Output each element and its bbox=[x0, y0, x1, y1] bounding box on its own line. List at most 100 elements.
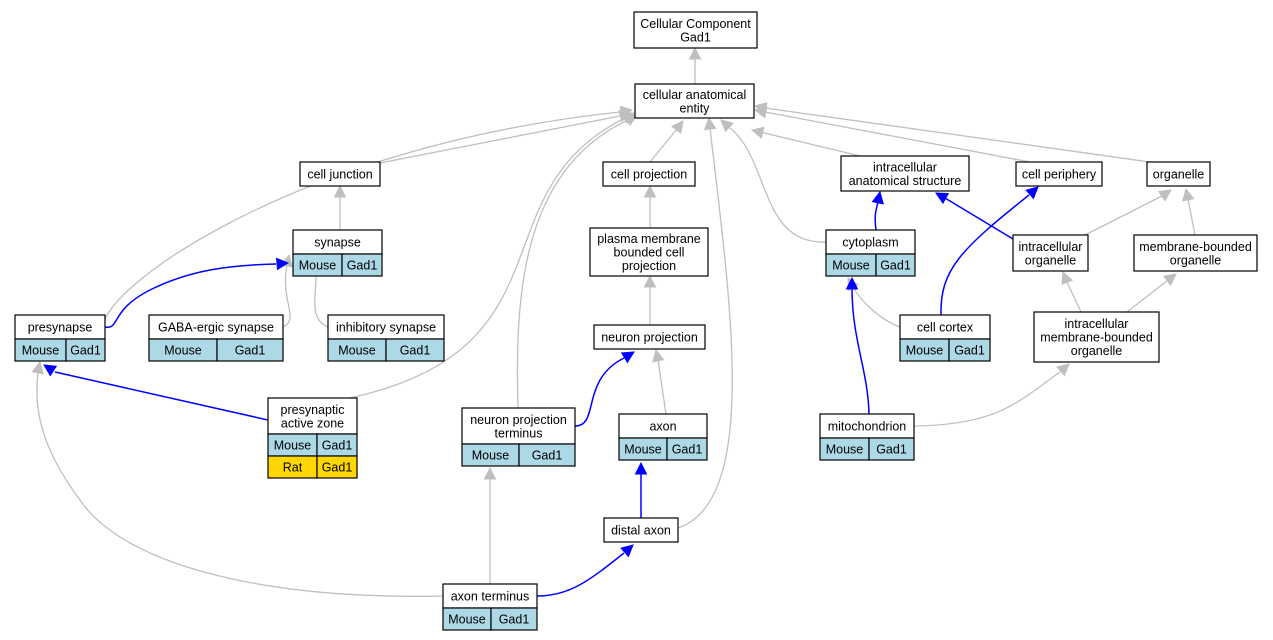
part-of-edge bbox=[54, 371, 269, 421]
is-a-edge bbox=[729, 127, 827, 243]
node-distal-axon[interactable]: distal axon bbox=[603, 517, 679, 543]
is-a-edge bbox=[764, 111, 1031, 163]
node-cell-projection[interactable]: cell projection bbox=[602, 161, 696, 187]
is-a-edge bbox=[649, 128, 678, 163]
arrowhead bbox=[623, 114, 638, 127]
node-box bbox=[1033, 311, 1160, 363]
mouse-gene-cell bbox=[385, 338, 445, 362]
arrowhead bbox=[753, 102, 768, 115]
mouse-gene-cell bbox=[65, 338, 106, 362]
mouse-species-label: Mouse bbox=[832, 259, 870, 273]
node-cell-junction[interactable]: cell junction bbox=[299, 161, 381, 187]
node-box bbox=[602, 161, 696, 187]
node-label: intracellular bbox=[1019, 240, 1083, 254]
gene-label: Gad1 bbox=[70, 344, 101, 358]
node-label: neuron projection bbox=[470, 413, 567, 427]
arrowhead bbox=[1025, 186, 1039, 200]
node-label: intracellular bbox=[1065, 317, 1129, 331]
part-of-edge bbox=[940, 194, 1030, 316]
part-of-edge bbox=[944, 197, 1014, 240]
node-label: organelle bbox=[1071, 344, 1122, 358]
is-a-edge bbox=[1187, 198, 1196, 236]
gene-label: Gad1 bbox=[322, 461, 353, 475]
node-label: plasma membrane bbox=[597, 232, 701, 246]
is-a-edge bbox=[36, 371, 444, 597]
node-label: cytoplasm bbox=[842, 236, 898, 250]
mouse-species-label: Mouse bbox=[826, 443, 864, 457]
node-box bbox=[899, 314, 991, 340]
is-a-edge bbox=[764, 107, 1151, 163]
node-label: inhibitory synapse bbox=[336, 321, 436, 335]
arrowhead bbox=[620, 351, 635, 364]
mouse-gene-cell bbox=[216, 338, 284, 362]
node-neuron-projection[interactable]: neuron projection bbox=[593, 324, 706, 350]
gene-label: Gad1 bbox=[954, 344, 985, 358]
is-a-edge bbox=[913, 371, 1061, 427]
node-label: mitochondrion bbox=[828, 420, 907, 434]
node-box bbox=[327, 314, 445, 340]
node-label: presynaptic bbox=[281, 403, 345, 417]
node-box bbox=[1146, 161, 1211, 187]
is-a-edge bbox=[516, 119, 629, 409]
node-box bbox=[1015, 161, 1103, 187]
arrowhead bbox=[276, 257, 290, 271]
mouse-species-label: Mouse bbox=[906, 344, 944, 358]
node-label: intracellular bbox=[873, 160, 937, 174]
node-label: cell junction bbox=[307, 168, 372, 182]
part-of-edge bbox=[851, 287, 870, 415]
mouse-gene-cell bbox=[875, 253, 916, 277]
mouse-species-label: Mouse bbox=[448, 613, 486, 627]
node-label: cell cortex bbox=[917, 321, 974, 335]
mouse-gene-cell bbox=[518, 443, 576, 467]
node-box bbox=[461, 407, 576, 445]
node-label: membrane-bounded bbox=[1040, 331, 1153, 345]
gene-label: Gad1 bbox=[322, 439, 353, 453]
arrowhead bbox=[1157, 189, 1172, 202]
node-box bbox=[819, 413, 915, 439]
rat-gene-cell bbox=[316, 455, 358, 479]
node-label: presynapse bbox=[28, 321, 93, 335]
node-cell-periphery[interactable]: cell periphery bbox=[1015, 161, 1103, 187]
mouse-species-label: Mouse bbox=[164, 344, 202, 358]
is-a-edge bbox=[657, 359, 667, 415]
node-box bbox=[292, 229, 383, 255]
gene-label: Gad1 bbox=[672, 443, 703, 457]
arrowhead bbox=[643, 184, 657, 198]
arrowhead bbox=[671, 120, 684, 134]
graph-edges bbox=[31, 46, 1196, 597]
mouse-gene-cell bbox=[868, 437, 915, 461]
node-box bbox=[634, 83, 755, 119]
arrowhead bbox=[871, 190, 884, 205]
arrowhead bbox=[720, 119, 734, 133]
node-organelle[interactable]: organelle bbox=[1146, 161, 1211, 187]
is-a-edge bbox=[1084, 195, 1163, 236]
arrowhead bbox=[643, 274, 657, 288]
gene-label: Gad1 bbox=[876, 443, 907, 457]
arrowhead bbox=[845, 276, 859, 290]
gene-label: Gad1 bbox=[400, 344, 431, 358]
is-a-edge bbox=[379, 115, 621, 164]
mouse-species-label: Mouse bbox=[22, 344, 60, 358]
mouse-gene-cell bbox=[666, 437, 708, 461]
arrowhead bbox=[703, 116, 717, 131]
